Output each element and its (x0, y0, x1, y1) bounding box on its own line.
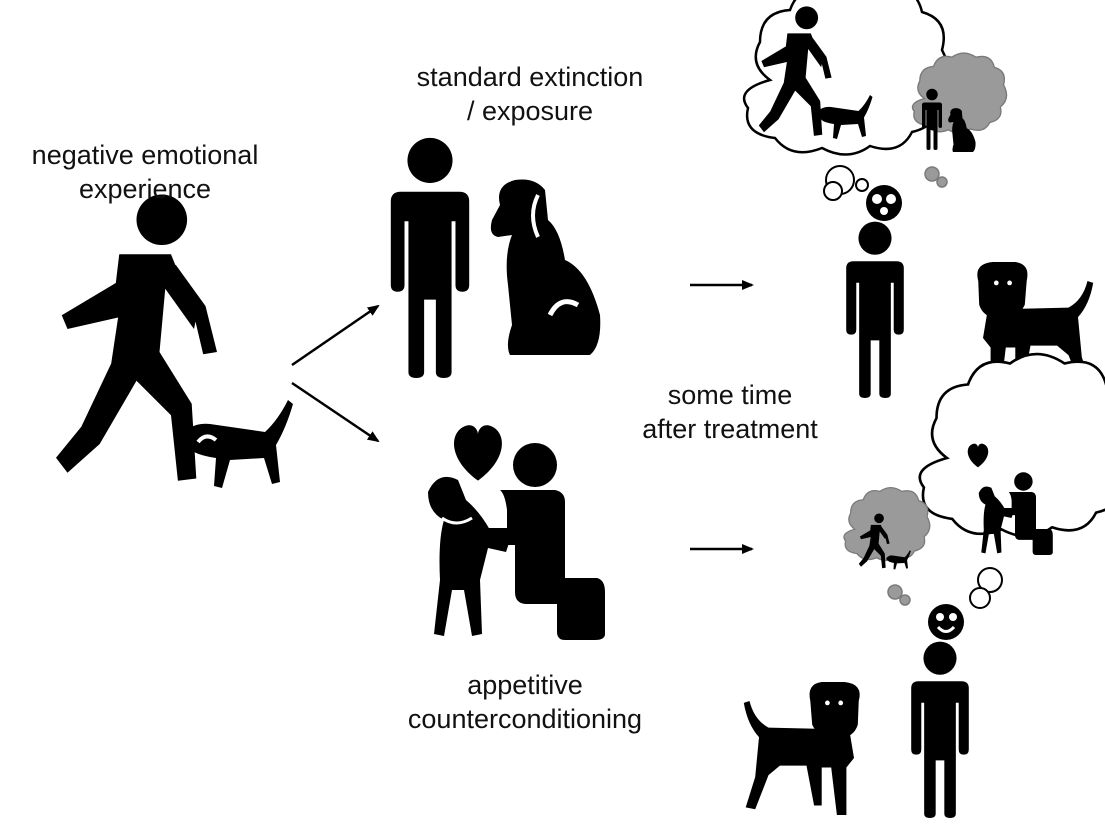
rottweiler-calm-icon (744, 682, 860, 815)
label-extinction-line2: / exposure (385, 94, 675, 128)
heart-icon (454, 425, 502, 480)
jumping-dog-icon (428, 477, 510, 636)
label-extinction: standard extinction / exposure (385, 60, 675, 128)
label-extinction-line1: standard extinction (385, 60, 675, 94)
label-time: some time after treatment (600, 378, 860, 446)
arrow-down-icon (292, 383, 378, 441)
worried-face-icon (866, 185, 902, 221)
thought-bubble-icon (744, 0, 948, 200)
arrow-up-icon (292, 306, 378, 365)
label-counterconditioning: appetitive counterconditioning (380, 668, 670, 736)
calm-person-icon (911, 642, 969, 818)
label-time-line1: some time (600, 378, 860, 412)
label-negative-experience: negative emotional experience (0, 138, 290, 206)
standing-person-icon (391, 138, 469, 378)
label-negative-line2: experience (0, 172, 290, 206)
faded-kick-bubble-icon (844, 488, 930, 605)
fearful-person-icon (846, 222, 904, 398)
sitting-dog-icon (491, 179, 600, 355)
label-negative-line1: negative emotional (0, 138, 290, 172)
thought-bubble-happy-icon (920, 354, 1105, 608)
faded-memory-bubble-icon (912, 53, 1006, 187)
label-time-line2: after treatment (600, 412, 860, 446)
happy-face-icon (928, 604, 964, 640)
label-counter-line2: counterconditioning (380, 702, 670, 736)
label-counter-line1: appetitive (380, 668, 670, 702)
biting-dog-icon (180, 400, 293, 488)
kneeling-person-icon (475, 443, 605, 640)
